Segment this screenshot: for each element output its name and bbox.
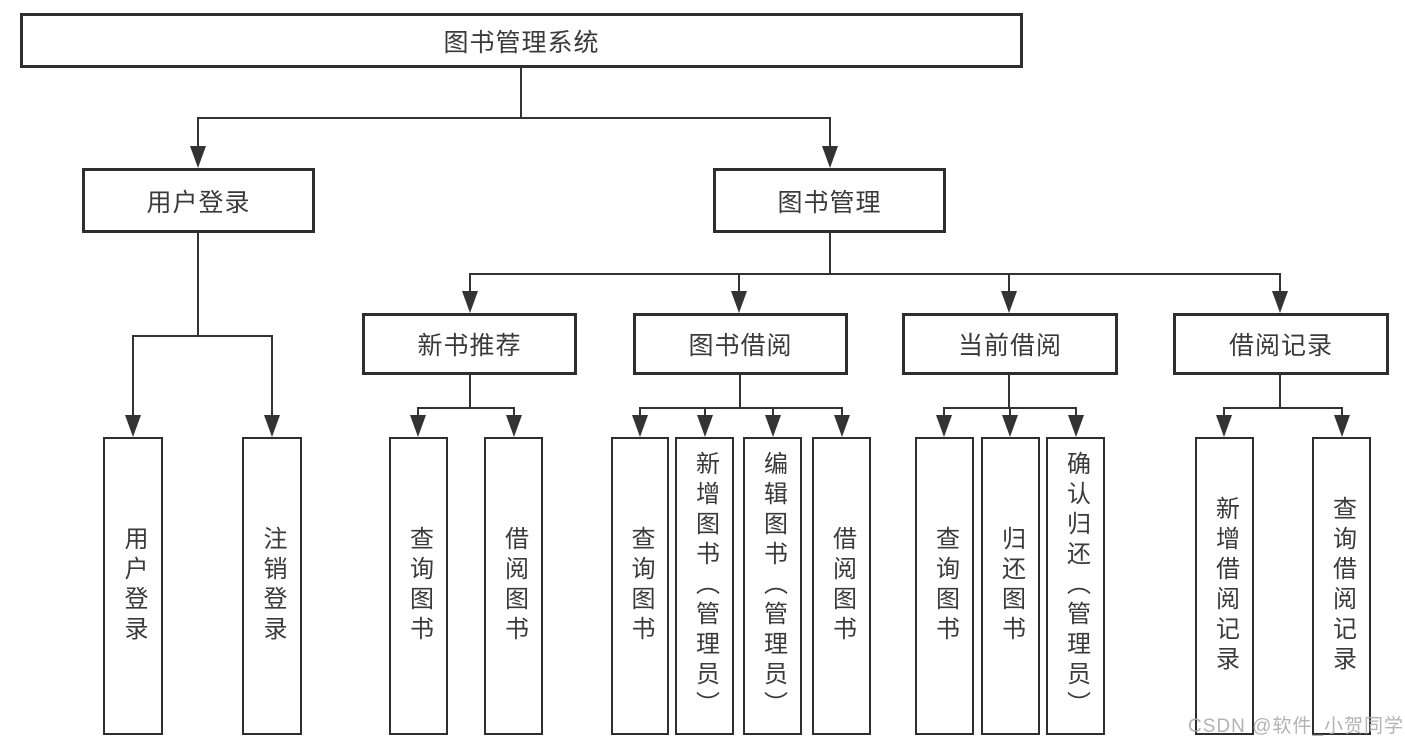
leaf-bb-borrow-books-label: 借阅图书 bbox=[828, 526, 856, 646]
node-book-borrow: 图书借阅 bbox=[633, 313, 848, 375]
node-new-book-rec-label: 新书推荐 bbox=[417, 332, 522, 360]
arrow-down-icon bbox=[834, 415, 850, 437]
connector-borrow-records-bar bbox=[1223, 407, 1343, 409]
connector-user-login-stem bbox=[197, 233, 199, 336]
connector-to-leaf bbox=[772, 407, 774, 417]
leaf-bb-query-books: 查询图书 bbox=[611, 437, 669, 735]
connector-to-book-borrow bbox=[738, 273, 740, 293]
connector-to-leaf-logout bbox=[271, 335, 273, 417]
node-new-book-rec: 新书推荐 bbox=[362, 313, 577, 375]
leaf-user-login: 用户登录 bbox=[103, 437, 163, 735]
arrow-down-icon bbox=[765, 415, 781, 437]
node-user-login-label: 用户登录 bbox=[146, 188, 251, 217]
arrow-down-icon bbox=[1334, 415, 1350, 437]
connector-to-leaf bbox=[1223, 407, 1225, 417]
connector-book-borrow-stem bbox=[739, 375, 741, 408]
arrow-down-icon bbox=[1068, 415, 1084, 437]
leaf-nb-borrow-books: 借阅图书 bbox=[484, 437, 543, 735]
connector-to-borrow-records bbox=[1279, 273, 1281, 293]
leaf-br-add-record-label: 新增借阅记录 bbox=[1211, 496, 1239, 676]
node-current-borrow-label: 当前借阅 bbox=[957, 332, 1062, 360]
connector-to-leaf bbox=[1341, 407, 1343, 417]
connector-new-book-rec-bar bbox=[417, 407, 515, 409]
arrow-down-icon bbox=[697, 415, 713, 437]
connector-to-leaf-user-login bbox=[132, 335, 134, 417]
leaf-user-login-label: 用户登录 bbox=[120, 526, 147, 646]
connector-book-mgmt-stem bbox=[829, 232, 831, 274]
leaf-cb-return-books: 归还图书 bbox=[981, 437, 1040, 735]
node-borrow-records-label: 借阅记录 bbox=[1228, 332, 1333, 360]
connector-to-new-book-rec bbox=[469, 273, 471, 293]
connector-to-leaf bbox=[943, 407, 945, 417]
arrow-down-icon bbox=[264, 415, 280, 437]
leaf-logout-label: 注销登录 bbox=[259, 526, 286, 646]
arrow-down-icon bbox=[1272, 291, 1288, 313]
leaf-cb-query-books-label: 查询图书 bbox=[931, 526, 959, 646]
connector-to-leaf bbox=[639, 407, 641, 417]
node-book-mgmt-label: 图书管理 bbox=[777, 188, 882, 217]
leaf-nb-query-books-label: 查询图书 bbox=[405, 526, 433, 646]
node-current-borrow: 当前借阅 bbox=[902, 313, 1118, 375]
connector-current-borrow-stem bbox=[1008, 375, 1010, 408]
leaf-nb-borrow-books-label: 借阅图书 bbox=[500, 526, 528, 646]
connector-to-leaf bbox=[417, 407, 419, 417]
connector-root-bar bbox=[197, 117, 831, 119]
connector-book-mgmt-bar bbox=[469, 273, 1281, 275]
arrow-down-icon bbox=[462, 291, 478, 313]
node-book-mgmt: 图书管理 bbox=[713, 168, 946, 233]
node-user-login: 用户登录 bbox=[82, 168, 315, 233]
leaf-br-query-record-label: 查询借阅记录 bbox=[1328, 496, 1356, 676]
connector-to-leaf bbox=[513, 407, 515, 417]
node-root: 图书管理系统 bbox=[20, 13, 1023, 68]
connector-to-leaf bbox=[1075, 407, 1077, 417]
leaf-bb-edit-books-admin-label: 编辑图书（管理员） bbox=[759, 451, 787, 721]
arrow-down-icon bbox=[731, 291, 747, 313]
connector-user-login-bar bbox=[132, 335, 273, 337]
leaf-bb-query-books-label: 查询图书 bbox=[627, 526, 654, 646]
node-book-borrow-label: 图书借阅 bbox=[688, 332, 793, 360]
leaf-cb-confirm-return-admin: 确认归还（管理员） bbox=[1046, 437, 1105, 735]
csdn-watermark: CSDN @软件_小贺同学 bbox=[1188, 716, 1404, 737]
leaf-logout: 注销登录 bbox=[242, 437, 302, 735]
arrow-down-icon bbox=[506, 415, 522, 437]
connector-new-book-rec-stem bbox=[469, 375, 471, 408]
connector-to-user-login bbox=[197, 117, 199, 150]
leaf-bb-add-books-admin-label: 新增图书（管理员） bbox=[691, 451, 719, 721]
connector-book-borrow-bar bbox=[639, 407, 843, 409]
arrow-down-icon bbox=[1216, 415, 1232, 437]
arrow-down-icon bbox=[1002, 415, 1018, 437]
connector-to-leaf bbox=[841, 407, 843, 417]
leaf-bb-borrow-books: 借阅图书 bbox=[812, 437, 871, 735]
arrow-down-icon bbox=[822, 146, 838, 168]
arrow-down-icon bbox=[936, 415, 952, 437]
arrow-down-icon bbox=[190, 146, 206, 168]
leaf-cb-confirm-return-admin-label: 确认归还（管理员） bbox=[1062, 451, 1090, 721]
leaf-bb-edit-books-admin: 编辑图书（管理员） bbox=[743, 437, 802, 735]
node-borrow-records: 借阅记录 bbox=[1173, 313, 1389, 375]
connector-borrow-records-stem bbox=[1279, 375, 1281, 408]
leaf-nb-query-books: 查询图书 bbox=[389, 437, 448, 735]
arrow-down-icon bbox=[1001, 291, 1017, 313]
leaf-br-add-record: 新增借阅记录 bbox=[1195, 437, 1254, 735]
arrow-down-icon bbox=[632, 415, 648, 437]
leaf-cb-query-books: 查询图书 bbox=[915, 437, 974, 735]
connector-to-leaf bbox=[704, 407, 706, 417]
leaf-br-query-record: 查询借阅记录 bbox=[1312, 437, 1371, 735]
arrow-down-icon bbox=[125, 415, 141, 437]
leaf-cb-return-books-label: 归还图书 bbox=[997, 526, 1025, 646]
connector-to-current-borrow bbox=[1008, 273, 1010, 293]
connector-to-book-mgmt bbox=[829, 117, 831, 150]
leaf-bb-add-books-admin: 新增图书（管理员） bbox=[675, 437, 734, 735]
connector-to-leaf bbox=[1009, 407, 1011, 417]
arrow-down-icon bbox=[410, 415, 426, 437]
connector-root-stem bbox=[520, 68, 522, 119]
node-root-label: 图书管理系统 bbox=[443, 28, 600, 57]
